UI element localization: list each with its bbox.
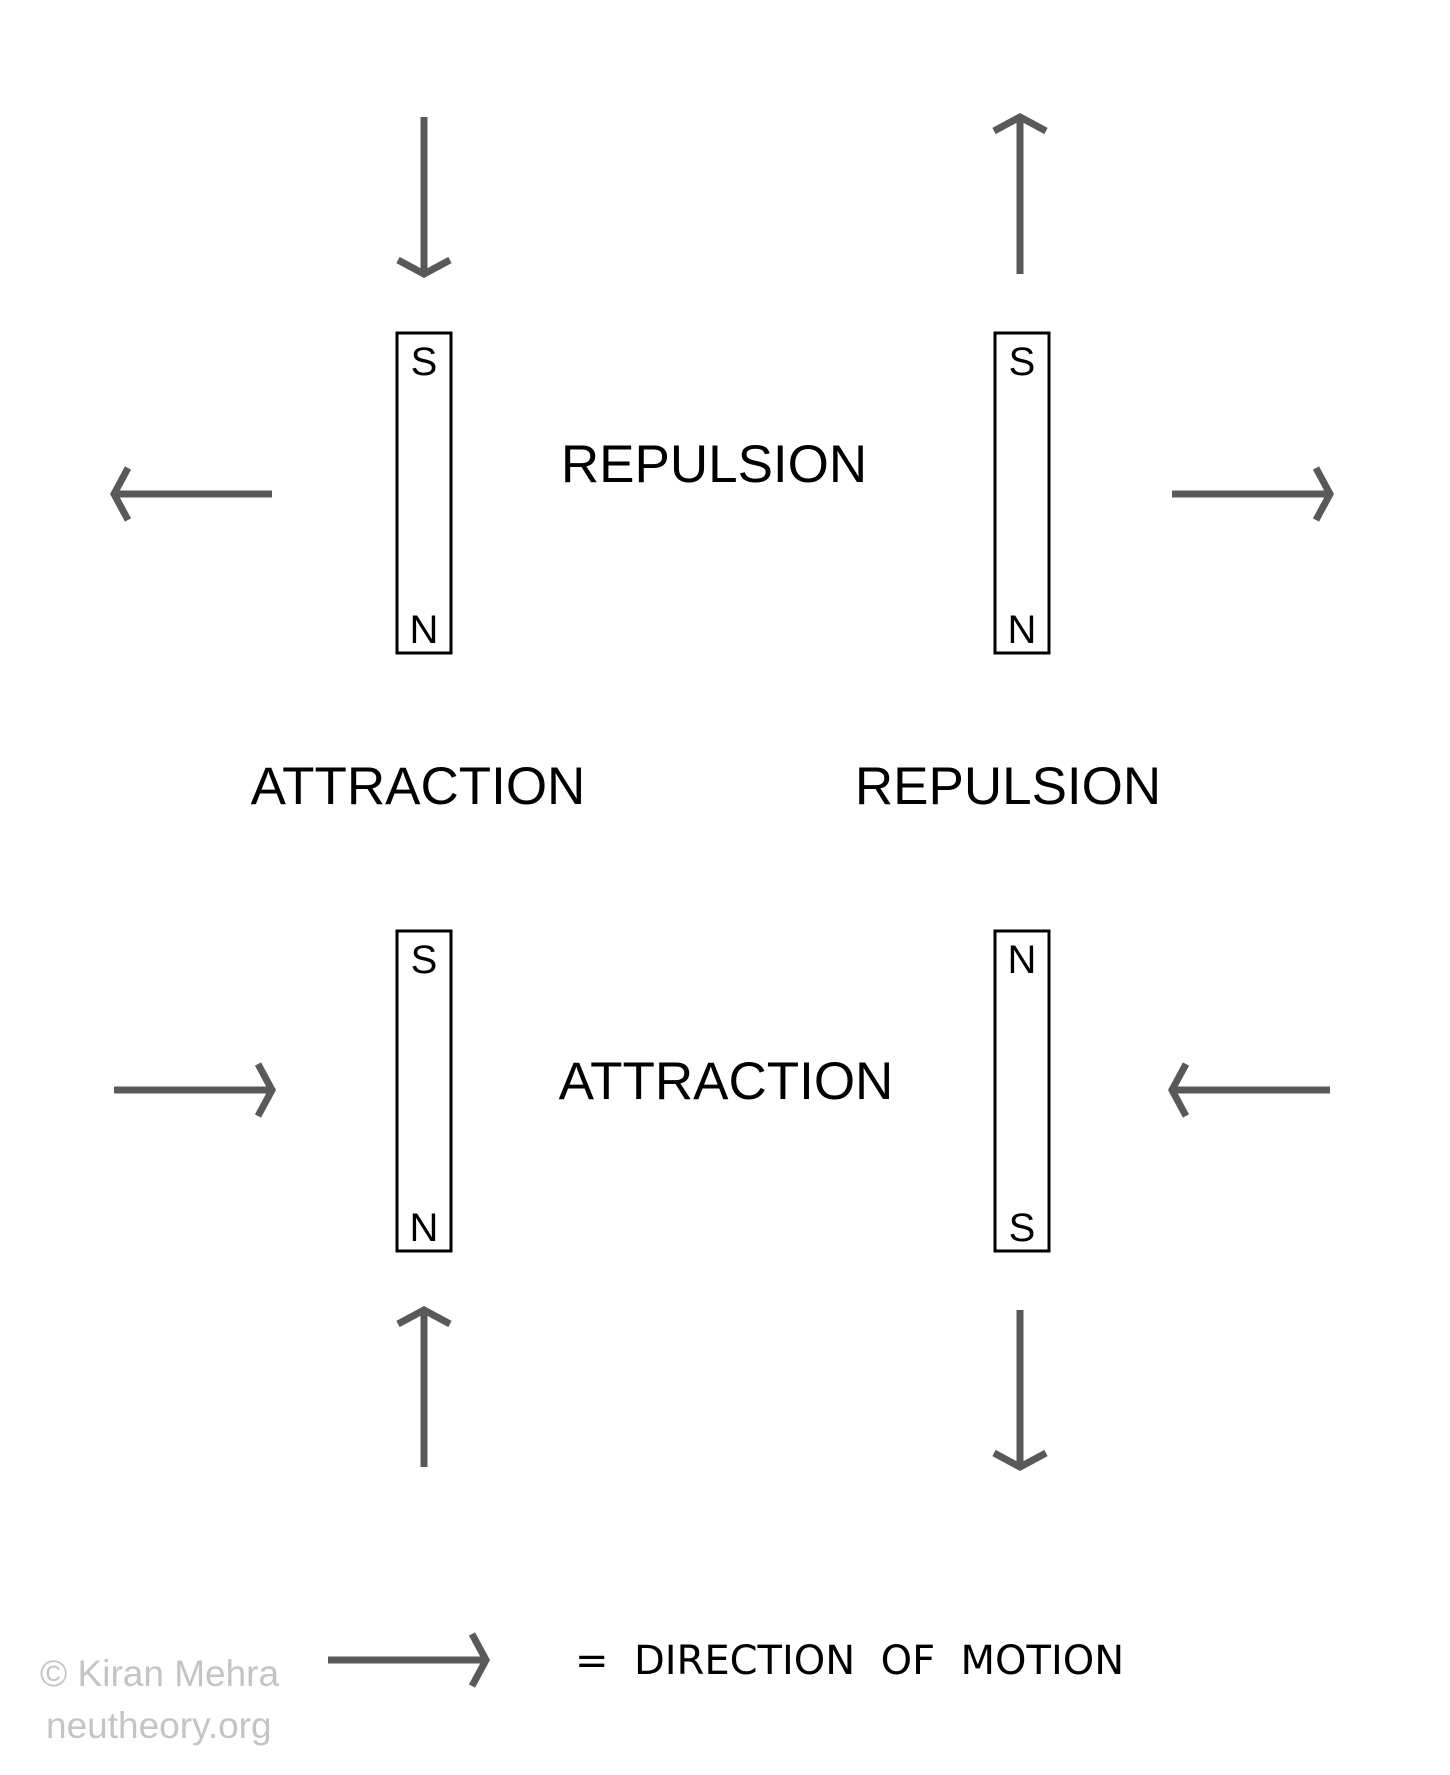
watermark-copyright: © Kiran Mehra	[40, 1653, 279, 1694]
arrow-up-top-right-icon	[992, 113, 1048, 274]
magnet-bottom-right-bottom-pole: S	[1009, 1206, 1036, 1250]
magnet-bottom-left: S N	[395, 929, 453, 1253]
magnet-top-right-body	[993, 331, 1051, 655]
magnet-top-right: S N	[993, 331, 1051, 655]
arrow-right-bottom-left-icon	[114, 1062, 276, 1118]
label-left-attraction: ATTRACTION	[251, 757, 586, 816]
label-right-repulsion: REPULSION	[855, 757, 1161, 816]
magnet-top-left-top-pole: S	[411, 340, 438, 384]
label-bottom-attraction: ATTRACTION	[559, 1052, 894, 1111]
magnet-top-right-top-pole: S	[1009, 340, 1036, 384]
magnet-top-right-bottom-pole: N	[1008, 608, 1037, 652]
arrow-up-bottom-left-icon	[396, 1306, 452, 1467]
magnet-bottom-left-top-pole: S	[411, 938, 438, 982]
legend: = DIRECTION OF MOTION	[328, 1632, 1124, 1688]
magnet-top-left: S N	[395, 331, 453, 655]
arrow-right-top-right-icon	[1172, 466, 1334, 522]
magnet-bottom-right: N S	[993, 929, 1051, 1253]
arrow-left-top-left-icon	[110, 466, 272, 522]
magnet-bottom-right-body	[993, 929, 1051, 1253]
magnet-top-left-bottom-pole: N	[410, 608, 439, 652]
watermark: © Kiran Mehra neutheory.org	[40, 1653, 279, 1746]
magnet-bottom-left-body	[395, 929, 453, 1253]
legend-label: = DIRECTION OF MOTION	[575, 1638, 1124, 1684]
arrow-left-bottom-right-icon	[1168, 1062, 1330, 1118]
watermark-website: neutheory.org	[46, 1705, 272, 1746]
label-top-repulsion: REPULSION	[561, 435, 867, 494]
magnet-top-left-body	[395, 331, 453, 655]
legend-arrow-icon	[328, 1632, 490, 1688]
magnet-bottom-right-top-pole: N	[1008, 938, 1037, 982]
arrow-down-bottom-right-icon	[992, 1310, 1048, 1471]
magnet-bottom-left-bottom-pole: N	[410, 1206, 439, 1250]
arrow-down-top-left-icon	[396, 117, 452, 278]
